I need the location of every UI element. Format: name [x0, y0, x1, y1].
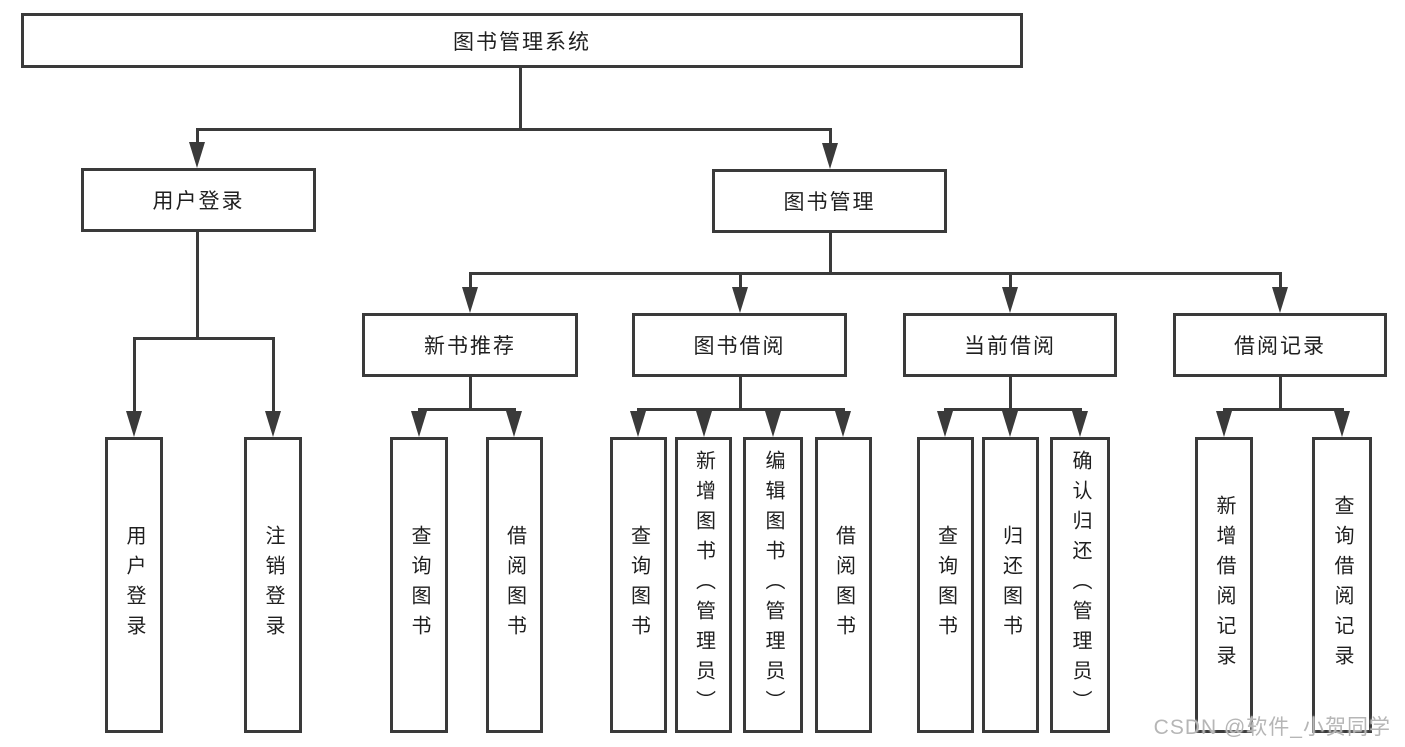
node-query-books-current-label: 查询图书 — [934, 525, 957, 645]
node-book-management-label: 图书管理 — [783, 191, 876, 214]
connector-line — [469, 272, 1282, 275]
connector-line — [829, 128, 832, 149]
arrowhead-down-icon — [1334, 411, 1350, 437]
arrowhead-down-icon — [1002, 411, 1018, 437]
connector-line — [739, 272, 742, 293]
node-new-book-recommend: 新书推荐 — [362, 313, 578, 377]
node-borrow-books-borrowing: 借阅图书 — [815, 437, 872, 733]
node-query-borrow-record-label: 查询借阅记录 — [1331, 495, 1353, 675]
arrowhead-down-icon — [189, 142, 205, 168]
arrowhead-down-icon — [630, 411, 646, 437]
connector-line — [829, 233, 832, 275]
node-query-books-borrowing-label: 查询图书 — [627, 525, 650, 645]
connector-line — [1279, 377, 1282, 411]
arrowhead-down-icon — [1002, 287, 1018, 313]
connector-line — [469, 272, 472, 293]
node-user-login-leaf: 用户登录 — [105, 437, 163, 733]
node-book-management: 图书管理 — [712, 169, 947, 233]
connector-line — [944, 408, 1082, 411]
node-book-borrowing-label: 图书借阅 — [693, 335, 786, 358]
arrowhead-down-icon — [732, 287, 748, 313]
arrowhead-down-icon — [126, 411, 142, 437]
node-borrow-books-recommend-label: 借阅图书 — [503, 525, 526, 645]
node-current-borrowing: 当前借阅 — [903, 313, 1117, 377]
connector-line — [1279, 272, 1282, 293]
node-user-login-leaf-label: 用户登录 — [123, 525, 145, 645]
node-book-borrowing: 图书借阅 — [632, 313, 847, 377]
arrowhead-down-icon — [506, 411, 522, 437]
arrowhead-down-icon — [265, 411, 281, 437]
connector-line — [519, 68, 522, 131]
connector-line — [739, 377, 742, 411]
connector-line — [196, 232, 199, 340]
arrowhead-down-icon — [1216, 411, 1232, 437]
node-confirm-return-admin-label: 确认归还（管理员） — [1069, 450, 1091, 720]
node-query-books-borrowing: 查询图书 — [610, 437, 667, 733]
node-edit-books-admin-label: 编辑图书（管理员） — [762, 450, 784, 720]
connector-line — [1009, 272, 1012, 293]
node-edit-books-admin: 编辑图书（管理员） — [743, 437, 803, 733]
node-logout-label: 注销登录 — [262, 525, 284, 645]
node-query-books-recommend: 查询图书 — [390, 437, 448, 733]
node-add-books-admin: 新增图书（管理员） — [675, 437, 732, 733]
watermark: CSDN @软件_小贺同学 — [1153, 716, 1391, 739]
arrowhead-down-icon — [1072, 411, 1088, 437]
node-return-books-label: 归还图书 — [999, 525, 1022, 645]
node-borrow-books-borrowing-label: 借阅图书 — [832, 525, 855, 645]
connector-line — [196, 128, 199, 148]
arrowhead-down-icon — [462, 287, 478, 313]
node-query-books-current: 查询图书 — [917, 437, 974, 733]
node-query-borrow-record: 查询借阅记录 — [1312, 437, 1372, 733]
arrowhead-down-icon — [696, 411, 712, 437]
node-user-login: 用户登录 — [81, 168, 316, 232]
node-logout: 注销登录 — [244, 437, 302, 733]
node-new-book-recommend-label: 新书推荐 — [424, 335, 516, 358]
arrowhead-down-icon — [1272, 287, 1288, 313]
node-library-system: 图书管理系统 — [21, 13, 1023, 68]
node-add-books-admin-label: 新增图书（管理员） — [692, 450, 715, 720]
connector-line — [469, 377, 472, 411]
node-library-system-label: 图书管理系统 — [453, 30, 591, 54]
connector-line — [272, 337, 275, 417]
connector-line — [1223, 408, 1344, 411]
connector-line — [196, 128, 832, 131]
node-borrowing-records: 借阅记录 — [1173, 313, 1387, 377]
connector-line — [418, 408, 516, 411]
node-user-login-label: 用户登录 — [152, 190, 245, 213]
arrowhead-down-icon — [822, 143, 838, 169]
arrowhead-down-icon — [411, 411, 427, 437]
connector-line — [133, 337, 275, 340]
connector-line — [1009, 377, 1012, 411]
node-add-borrow-record-label: 新增借阅记录 — [1213, 495, 1235, 675]
arrowhead-down-icon — [835, 411, 851, 437]
node-borrowing-records-label: 借阅记录 — [1234, 335, 1326, 358]
arrowhead-down-icon — [765, 411, 781, 437]
arrowhead-down-icon — [937, 411, 953, 437]
node-confirm-return-admin: 确认归还（管理员） — [1050, 437, 1110, 733]
node-query-books-recommend-label: 查询图书 — [408, 525, 430, 645]
connector-line — [133, 337, 136, 417]
node-current-borrowing-label: 当前借阅 — [964, 335, 1056, 358]
connector-line — [637, 408, 845, 411]
node-return-books: 归还图书 — [982, 437, 1039, 733]
node-add-borrow-record: 新增借阅记录 — [1195, 437, 1253, 733]
node-borrow-books-recommend: 借阅图书 — [486, 437, 543, 733]
